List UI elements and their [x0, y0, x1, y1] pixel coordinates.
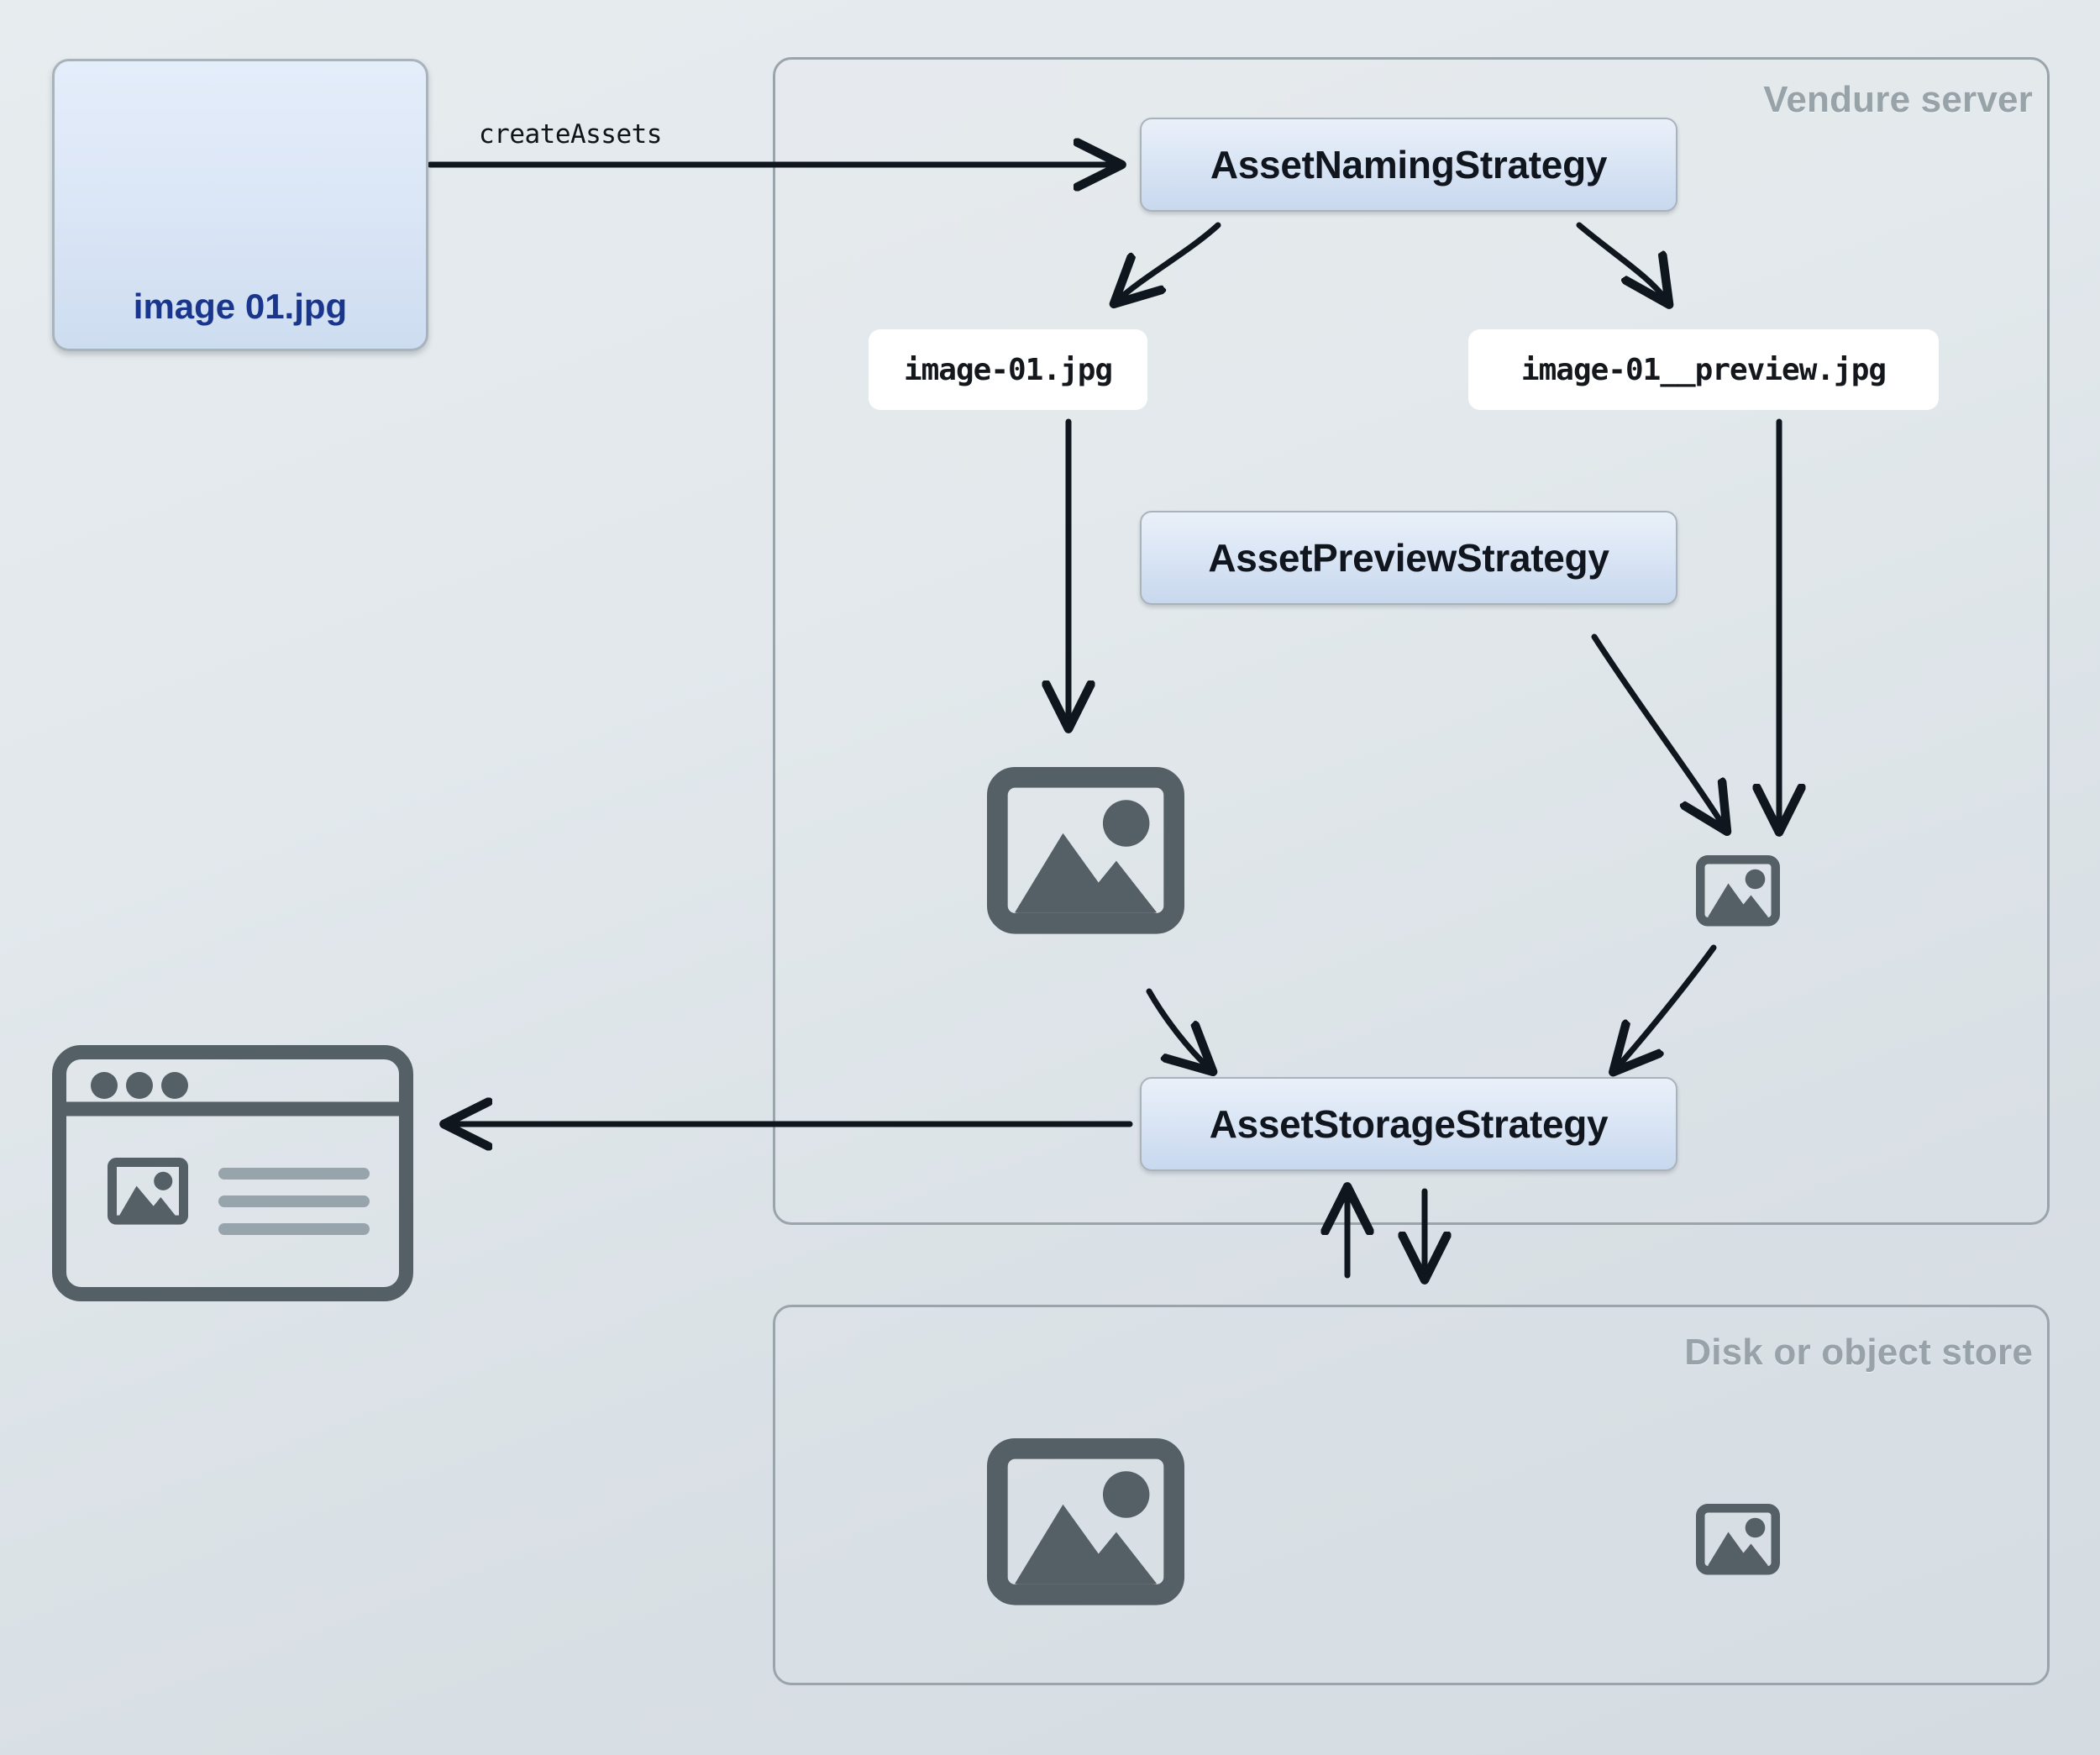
edge-label-create-assets: createAssets: [479, 119, 662, 150]
group-vendure-server: [773, 57, 2050, 1225]
group-disk-or-object-store-label: Disk or object store: [1684, 1332, 2033, 1373]
group-disk-or-object-store: [773, 1305, 2050, 1685]
node-asset-storage-strategy-label: AssetStorageStrategy: [1209, 1102, 1609, 1146]
node-asset-naming-strategy-label: AssetNamingStrategy: [1210, 143, 1608, 187]
source-asset-label: image 01.jpg: [133, 286, 348, 326]
node-asset-naming-strategy[interactable]: AssetNamingStrategy: [1140, 118, 1677, 212]
source-asset-card[interactable]: image 01.jpg: [52, 59, 428, 351]
filename-chip-preview: image-01__preview.jpg: [1468, 329, 1939, 410]
filename-chip-preview-text: image-01__preview.jpg: [1520, 352, 1887, 387]
browser-window-icon: [52, 1045, 413, 1301]
group-vendure-server-label: Vendure server: [1763, 79, 2033, 120]
node-asset-preview-strategy[interactable]: AssetPreviewStrategy: [1140, 511, 1677, 605]
filename-chip-original: image-01.jpg: [869, 329, 1147, 410]
node-asset-preview-strategy-label: AssetPreviewStrategy: [1208, 536, 1609, 580]
node-asset-storage-strategy[interactable]: AssetStorageStrategy: [1140, 1077, 1677, 1171]
filename-chip-original-text: image-01.jpg: [903, 352, 1113, 387]
